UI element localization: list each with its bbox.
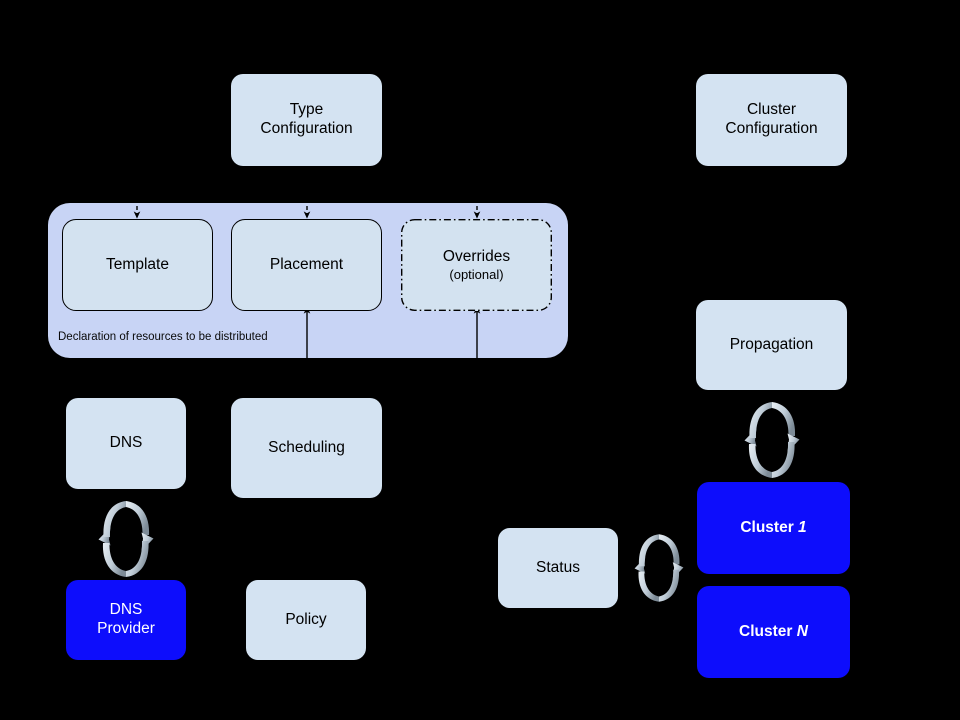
node-dns[interactable]: DNS (66, 398, 186, 489)
node-scheduling-label: Scheduling (268, 438, 345, 456)
node-cluster-configuration-label-2: Configuration (725, 120, 818, 137)
node-policy[interactable]: Policy (246, 580, 366, 660)
node-cluster-configuration[interactable]: Cluster Configuration (696, 74, 847, 166)
node-cluster-1[interactable]: Cluster 1 (697, 482, 850, 574)
node-dns-label: DNS (109, 434, 143, 452)
node-cluster-1-label: Cluster 1 (740, 518, 807, 536)
node-template[interactable]: Template (62, 219, 213, 311)
sync-arrows-icon-propagation (744, 402, 800, 478)
node-type-configuration-label-2: Configuration (260, 120, 353, 137)
sync-arrows-icon-dns (98, 501, 154, 577)
node-dns-provider-label-2: Provider (97, 620, 155, 637)
node-scheduling[interactable]: Scheduling (231, 398, 382, 498)
node-cluster-n-label: Cluster N (739, 622, 808, 640)
node-type-configuration-label-1: Type (289, 101, 324, 119)
node-overrides[interactable]: Overrides (optional) (401, 219, 552, 311)
node-cluster-n[interactable]: Cluster N (697, 586, 850, 678)
group-caption: Declaration of resources to be distribut… (58, 331, 268, 343)
node-status[interactable]: Status (498, 528, 618, 608)
node-propagation-label: Propagation (729, 335, 814, 353)
node-type-configuration[interactable]: Type Configuration (231, 74, 382, 166)
node-propagation[interactable]: Propagation (696, 300, 847, 390)
node-overrides-label-1: Overrides (442, 247, 511, 265)
node-placement-label: Placement (269, 255, 344, 273)
node-placement[interactable]: Placement (231, 219, 382, 311)
node-policy-label: Policy (285, 610, 327, 628)
node-cluster-configuration-label-1: Cluster (746, 101, 797, 119)
node-dns-provider-label-1: DNS (109, 601, 143, 619)
node-overrides-label-2: (optional) (449, 266, 504, 282)
node-status-label: Status (536, 558, 580, 576)
node-template-label: Template (106, 255, 169, 273)
sync-arrows-icon-status (634, 534, 684, 602)
node-dns-provider[interactable]: DNS Provider (66, 580, 186, 660)
